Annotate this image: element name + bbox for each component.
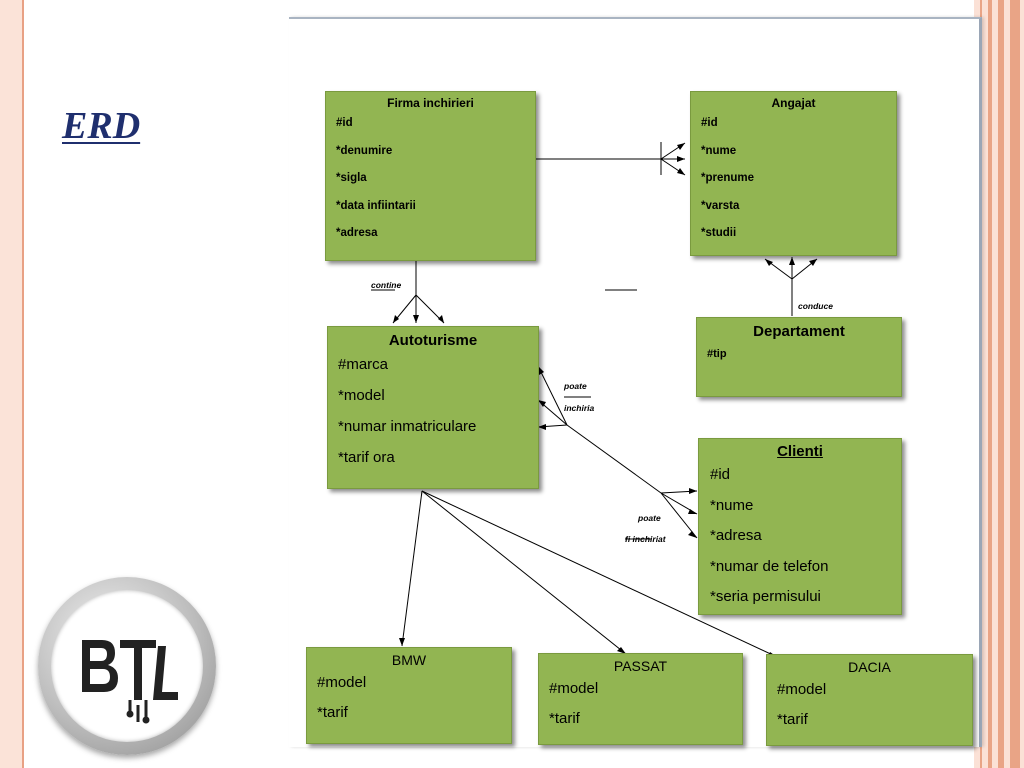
entity-title: Departament	[753, 323, 845, 340]
entity-title: Clienti	[777, 443, 823, 460]
btl-logo	[82, 640, 178, 724]
entity-attribute: *tarif	[317, 704, 348, 721]
label-inchiria: inchiria	[564, 403, 595, 413]
entity-title: Firma inchirieri	[387, 96, 474, 110]
entity-attribute: *prenume	[701, 172, 755, 184]
entity-attribute: *seria permisului	[710, 588, 821, 605]
entity-departament: Departament #tip	[696, 317, 902, 397]
entity-autoturisme: Autoturisme #marca *model *numar inmatri…	[327, 326, 539, 489]
entity-attribute: #tip	[707, 348, 727, 360]
entity-title: BMW	[391, 652, 427, 668]
entity-attribute: *studii	[701, 227, 737, 239]
entity-attribute: #model	[777, 681, 827, 698]
entity-attribute: *adresa	[336, 227, 378, 239]
entity-title: DACIA	[848, 659, 891, 675]
label-poate-2: poate	[638, 513, 661, 523]
entity-attribute: #id	[710, 466, 731, 483]
entity-attribute: #id	[336, 117, 353, 129]
entity-attribute: *adresa	[710, 527, 762, 544]
left-decor-strip	[0, 0, 22, 768]
entity-attribute: *model	[338, 387, 385, 404]
entity-attribute: *numar de telefon	[710, 557, 829, 575]
entity-attribute: #id	[701, 117, 718, 129]
relationship-lines	[371, 142, 818, 658]
entity-attribute: *tarif	[777, 711, 808, 728]
entity-firma-inchirieri: Firma inchirieri #id *denumire *sigla *d…	[325, 91, 536, 261]
entity-attribute: *tarif ora	[338, 449, 395, 466]
entity-attribute: *denumire	[336, 144, 393, 157]
entity-attribute: *data infiintarii	[336, 199, 416, 212]
label-conduce: conduce	[798, 301, 833, 311]
entity-clienti: Clienti #id *nume *adresa *numar de tele…	[698, 438, 902, 615]
logo-disc	[51, 590, 203, 742]
left-decor-line	[22, 0, 24, 768]
entity-attribute: #model	[317, 674, 367, 691]
entity-attribute: *nume	[701, 144, 737, 157]
entity-bmw: BMW #model *tarif	[306, 647, 512, 744]
entity-attribute: #model	[549, 680, 599, 697]
entity-title: Autoturisme	[388, 332, 478, 349]
entity-passat: PASSAT #model *tarif	[538, 653, 743, 745]
entity-attribute: #marca	[338, 356, 389, 373]
slide-title: ERD	[62, 105, 141, 147]
label-contine: contine	[371, 280, 402, 290]
entity-attribute: *nume	[710, 496, 754, 514]
label-poate-1: poate	[564, 381, 587, 391]
entity-attribute: *sigla	[336, 172, 367, 184]
erd-diagram-panel: contine conduce poate inchiria poate fi …	[289, 17, 982, 747]
entity-title: PASSAT	[613, 658, 668, 674]
entity-attribute: *numar inmatriculare	[338, 418, 477, 435]
label-fi-inchiriat: fi inchiriat	[625, 534, 666, 544]
entity-attribute: *tarif	[549, 710, 580, 727]
entity-dacia: DACIA #model *tarif	[766, 654, 973, 746]
entity-title: Angajat	[771, 96, 816, 110]
entity-attribute: *varsta	[701, 199, 740, 212]
entity-angajat: Angajat #id *nume *prenume *varsta *stud…	[690, 91, 897, 256]
